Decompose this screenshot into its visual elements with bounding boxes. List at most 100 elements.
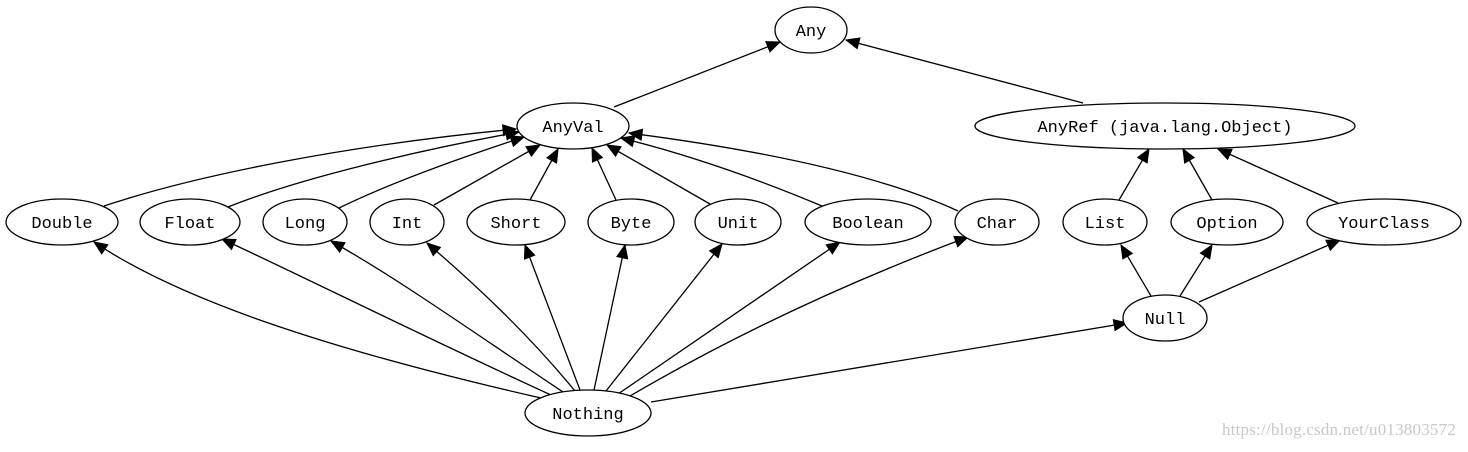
node-ellipse: [1170, 198, 1284, 246]
node-ellipse: [1062, 198, 1148, 246]
node-ellipse: [262, 198, 348, 246]
edge-option-to-anyref: [1182, 147, 1213, 201]
edge-line: [93, 241, 542, 399]
node-ellipse: [524, 389, 652, 437]
node-ellipse: [5, 198, 119, 246]
node-null: Null: [1122, 294, 1208, 342]
edge-line: [338, 136, 525, 209]
node-ellipse: [1122, 294, 1208, 342]
edge-line: [629, 236, 969, 397]
node-ellipse: [954, 198, 1040, 246]
edge-nothing-to-double-arrowhead: [92, 241, 109, 255]
node-ellipse: [139, 198, 241, 246]
node-anyref: AnyRef (java.lang.Object): [974, 102, 1356, 150]
edge-short-to-anyval: [529, 147, 559, 201]
edge-int-to-anyval: [433, 144, 542, 206]
edge-int-to-anyval-arrowhead: [525, 144, 542, 158]
edge-nothing-to-float: [220, 238, 552, 396]
edge-nothing-to-unit-arrowhead: [708, 242, 723, 259]
edge-yourclass-to-anyref: [1216, 148, 1339, 204]
edge-list-to-anyref-arrowhead: [1136, 147, 1150, 164]
edge-nothing-to-double: [92, 241, 542, 399]
node-any: Any: [774, 6, 848, 54]
edge-null-to-list: [1120, 243, 1152, 297]
node-boolean: Boolean: [804, 198, 932, 246]
node-yourclass: YourClass: [1306, 198, 1462, 246]
node-label: Float: [164, 215, 215, 234]
edge-line: [606, 144, 711, 205]
node-label: Unit: [718, 215, 759, 234]
edge-nothing-to-long: [329, 240, 564, 393]
edge-float-to-anyval: [227, 128, 521, 208]
node-int: Int: [369, 198, 445, 246]
edge-line: [613, 41, 781, 108]
edge-nothing-to-boolean-arrowhead: [825, 241, 842, 255]
node-ellipse: [369, 198, 445, 246]
node-label: Double: [31, 215, 92, 234]
edge-nothing-to-char: [629, 235, 970, 397]
edge-long-to-anyval: [338, 135, 526, 209]
node-label: Char: [977, 215, 1018, 234]
edge-line: [650, 322, 1128, 403]
node-char: Char: [954, 198, 1040, 246]
edge-nothing-to-short: [523, 243, 581, 391]
edge-list-to-anyref: [1118, 147, 1150, 201]
edge-char-to-anyval: [627, 128, 959, 212]
node-ellipse: [466, 198, 566, 246]
edge-line: [617, 241, 841, 395]
edge-null-to-option-arrowhead: [1199, 243, 1213, 260]
node-unit: Unit: [694, 198, 782, 246]
edge-nothing-to-unit: [605, 242, 723, 392]
node-double: Double: [5, 198, 119, 246]
node-ellipse: [804, 198, 932, 246]
edge-anyref-to-any: [844, 37, 1084, 104]
edge-anyref-to-any-arrowhead: [844, 37, 861, 50]
node-long: Long: [262, 198, 348, 246]
edge-line: [1198, 239, 1341, 303]
node-label: Short: [490, 215, 541, 234]
node-float: Float: [139, 198, 241, 246]
edge-anyval-to-any: [613, 41, 782, 108]
node-label: AnyVal: [542, 119, 603, 138]
edge-boolean-to-anyval-arrowhead: [619, 135, 636, 148]
edge-line: [605, 243, 723, 392]
node-label: Long: [285, 215, 326, 234]
edge-nothing-to-long-arrowhead: [329, 240, 346, 254]
node-label: Nothing: [552, 406, 623, 425]
node-label: AnyRef (java.lang.Object): [1037, 119, 1292, 138]
edge-nothing-to-int-arrowhead: [426, 242, 442, 257]
edge-char-to-anyval-arrowhead: [627, 128, 644, 141]
edge-nothing-to-int: [426, 242, 576, 392]
edge-option-to-anyref-arrowhead: [1182, 147, 1196, 164]
edge-line: [227, 131, 520, 208]
edge-line: [330, 240, 564, 393]
node-label: YourClass: [1338, 215, 1430, 234]
edge-yourclass-to-anyref-arrowhead: [1216, 148, 1233, 161]
edge-line: [1217, 148, 1339, 204]
edge-anyval-to-any-arrowhead: [765, 41, 782, 53]
edge-nothing-to-float-arrowhead: [220, 238, 237, 251]
edge-byte-to-anyval: [591, 146, 617, 201]
node-label: Boolean: [832, 215, 903, 234]
edge-null-to-list-arrowhead: [1120, 243, 1134, 260]
node-label: Any: [796, 23, 827, 42]
node-ellipse: [694, 198, 782, 246]
node-option: Option: [1170, 198, 1284, 246]
edge-nothing-to-boolean: [617, 241, 842, 395]
edge-nothing-to-null: [650, 319, 1129, 403]
edge-null-to-option: [1179, 243, 1213, 297]
node-label: Int: [392, 215, 423, 234]
node-short: Short: [466, 198, 566, 246]
edge-null-to-yourclass-arrowhead: [1325, 239, 1342, 252]
node-byte: Byte: [587, 198, 675, 246]
edge-long-to-anyval-arrowhead: [509, 135, 526, 148]
edge-nothing-to-byte: [593, 243, 629, 391]
node-ellipse: [587, 198, 675, 246]
edge-line: [628, 132, 959, 212]
edge-boolean-to-anyval: [619, 135, 823, 207]
edge-line: [845, 39, 1084, 104]
node-ellipse: [516, 102, 630, 150]
node-ellipse: [974, 102, 1356, 150]
